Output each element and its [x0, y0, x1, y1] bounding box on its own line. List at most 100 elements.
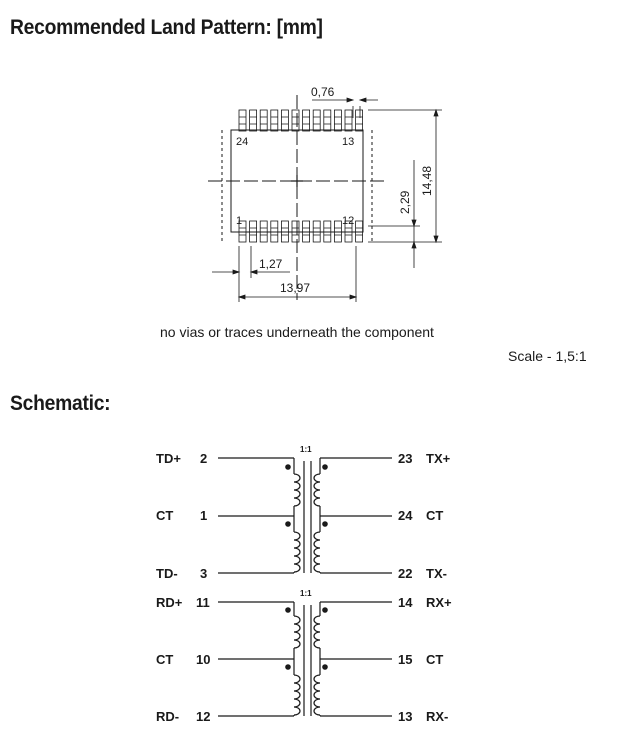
pad-hatch — [313, 227, 321, 236]
land-pad — [323, 220, 332, 243]
component-outline — [230, 129, 364, 233]
pad-hatch — [270, 116, 278, 125]
pin-number: 1 — [200, 508, 207, 523]
pad-hatch — [292, 227, 299, 236]
polarity-dot — [322, 607, 328, 613]
land-pad — [259, 220, 268, 243]
signal-name: TD+ — [156, 451, 181, 466]
pin-number: 2 — [200, 451, 207, 466]
signal-name: TX- — [426, 566, 447, 581]
signal-name: CT — [156, 508, 173, 523]
pad-hatch — [334, 116, 342, 125]
dim-pad-length: 2,29 — [398, 190, 412, 214]
signal-name: CT — [426, 652, 443, 667]
land-pad — [280, 220, 289, 243]
pad-hatch — [281, 116, 289, 125]
pad-hatch — [260, 227, 268, 236]
land-pad — [291, 109, 300, 132]
land-pad — [333, 220, 342, 243]
land-pad — [344, 220, 353, 243]
signal-name: RD+ — [156, 595, 183, 610]
land-pad — [302, 109, 311, 132]
pin-label-1: 1 — [236, 215, 242, 227]
land-pad — [355, 109, 364, 132]
land-pad — [302, 220, 311, 243]
dim-pad-width: 0,76 — [311, 85, 335, 99]
signal-name: TD- — [156, 566, 178, 581]
pad-hatch — [302, 116, 310, 125]
pad-hatch — [260, 116, 268, 125]
polarity-dot — [322, 464, 328, 470]
polarity-dot — [285, 607, 291, 613]
pad-hatch — [281, 227, 289, 236]
land-pad — [355, 220, 364, 243]
signal-name: CT — [426, 508, 443, 523]
pad-hatch — [249, 227, 257, 236]
polarity-dot — [285, 521, 291, 527]
pad-hatch — [313, 116, 321, 125]
land-pad — [280, 109, 289, 132]
transformer-ratio: 1:1 — [300, 445, 312, 454]
land-pad — [259, 109, 268, 132]
land-pad — [323, 109, 332, 132]
pin-number: 22 — [398, 566, 412, 581]
pad-hatch — [302, 227, 310, 236]
pin-number: 11 — [196, 595, 210, 610]
pin-number: 10 — [196, 652, 210, 667]
dim-span: 13,97 — [280, 281, 310, 295]
signal-name: RX- — [426, 709, 448, 724]
pin-label-13: 13 — [342, 136, 354, 148]
pin-label-12: 12 — [342, 215, 354, 227]
pin-number: 13 — [398, 709, 412, 724]
schematic-heading: Schematic: — [10, 392, 111, 415]
pin-number: 12 — [196, 709, 210, 724]
polarity-dot — [322, 664, 328, 670]
polarity-dot — [322, 521, 328, 527]
pad-hatch — [345, 227, 352, 236]
pad-hatch — [355, 227, 363, 236]
transformer-rx — [218, 601, 392, 717]
pin-number: 15 — [398, 652, 412, 667]
pin-number: 24 — [398, 508, 413, 523]
land-pad — [238, 220, 247, 243]
dim-height: 14,48 — [420, 166, 434, 196]
land-pad — [270, 220, 279, 243]
pad-hatch — [270, 227, 278, 236]
scale-note: Scale - 1,5:1 — [508, 348, 587, 364]
pin-number: 23 — [398, 451, 412, 466]
pad-hatch — [334, 227, 342, 236]
land-pad — [333, 109, 342, 132]
land-pad — [344, 109, 353, 132]
pad-hatch — [323, 227, 331, 236]
pad-hatch — [355, 116, 363, 125]
land-pad — [312, 220, 321, 243]
polarity-dot — [285, 664, 291, 670]
signal-name: CT — [156, 652, 173, 667]
signal-name: TX+ — [426, 451, 451, 466]
pad-hatch — [239, 116, 246, 125]
land-pattern-heading: Recommended Land Pattern: [mm] — [10, 16, 323, 39]
dim-pitch: 1,27 — [259, 257, 283, 271]
land-pad — [249, 109, 258, 132]
land-pad — [238, 109, 247, 132]
transformer-tx — [218, 457, 392, 574]
pin-number: 3 — [200, 566, 207, 581]
land-pad — [291, 220, 300, 243]
signal-name: RX+ — [426, 595, 452, 610]
pad-hatch — [345, 116, 352, 125]
pad-hatch — [249, 116, 257, 125]
land-pad — [312, 109, 321, 132]
polarity-dot — [285, 464, 291, 470]
pad-hatch — [239, 227, 246, 236]
land-pad — [249, 220, 258, 243]
pad-hatch — [292, 116, 299, 125]
land-pattern-note: no vias or traces underneath the compone… — [160, 324, 434, 340]
land-pad — [270, 109, 279, 132]
pin-label-24: 24 — [236, 136, 248, 148]
signal-name: RD- — [156, 709, 179, 724]
pad-hatch — [323, 116, 331, 125]
pin-number: 14 — [398, 595, 413, 610]
transformer-ratio: 1:1 — [300, 589, 312, 598]
